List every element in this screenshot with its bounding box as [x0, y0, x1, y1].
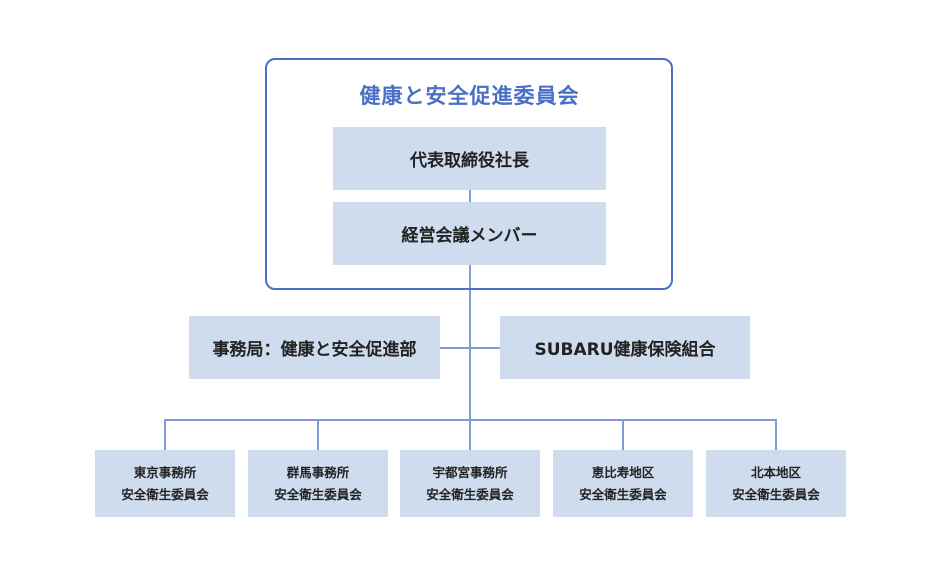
sub-committee-type: 安全衛生委員会: [579, 486, 667, 502]
sub-committee-ebisu: 恵比寿地区安全衛生委員会: [553, 450, 693, 517]
management-board-label: 経営会議メンバー: [401, 226, 538, 246]
secretariat-box: 事務局：健康と安全促進部: [189, 316, 440, 379]
connector-president-to-board: [469, 190, 471, 202]
management-board-box: 経営会議メンバー: [333, 202, 606, 265]
sub-committee-type: 安全衛生委員会: [732, 486, 820, 502]
committee-frame: [265, 58, 673, 290]
connector-main-trunk: [469, 265, 471, 420]
sub-committee-kitamoto: 北本地区安全衛生委員会: [706, 450, 846, 517]
sub-committee-type: 安全衛生委員会: [274, 486, 362, 502]
sub-committee-site: 群馬事務所: [286, 464, 350, 480]
connector-branch-1: [164, 419, 166, 450]
secretariat-label: 事務局：健康と安全促進部: [212, 340, 417, 360]
sub-committee-site: 北本地区: [750, 464, 801, 480]
sub-committee-gunma: 群馬事務所安全衛生委員会: [248, 450, 388, 517]
sub-committee-tokyo: 東京事務所安全衛生委員会: [95, 450, 235, 517]
sub-committee-type: 安全衛生委員会: [426, 486, 514, 502]
president-box: 代表取締役社長: [333, 127, 606, 190]
health-insurance-box: SUBARU健康保険組合: [500, 316, 750, 379]
connector-branch-5: [775, 419, 777, 450]
connector-branch-2: [317, 419, 319, 450]
sub-committee-site: 東京事務所: [133, 464, 197, 480]
president-label: 代表取締役社長: [410, 151, 529, 171]
sub-committee-utsunomiya: 宇都宮事務所安全衛生委員会: [400, 450, 540, 517]
sub-committee-site: 宇都宮事務所: [432, 464, 508, 480]
committee-title: 健康と安全促進委員会: [359, 84, 580, 108]
connector-side-horizontal: [440, 347, 500, 349]
connector-branch-3: [469, 419, 471, 450]
sub-committee-type: 安全衛生委員会: [121, 486, 209, 502]
sub-committee-site: 恵比寿地区: [591, 464, 655, 480]
connector-branch-4: [622, 419, 624, 450]
health-insurance-label: SUBARU健康保険組合: [534, 340, 716, 360]
